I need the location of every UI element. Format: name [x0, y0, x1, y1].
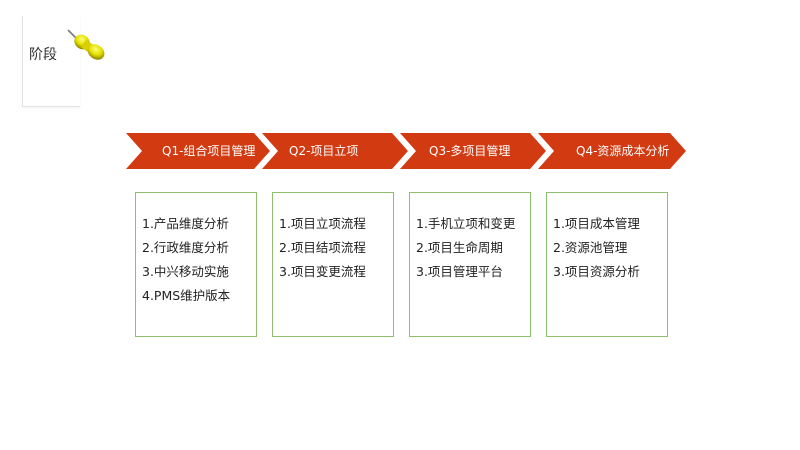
list-item: 4.PMS维护版本: [142, 288, 231, 303]
phase-box-q1: 1.产品维度分析 2.行政维度分析 3.中兴移动实施 4.PMS维护版本: [135, 192, 257, 337]
list-item: 1.项目立项流程: [279, 216, 366, 231]
stage-label: 阶段: [29, 47, 57, 63]
phase-box-q3: 1.手机立项和变更 2.项目生命周期 3.项目管理平台: [409, 192, 531, 337]
phase-arrow-4: [538, 133, 686, 169]
phase-box-q2: 1.项目立项流程 2.项目结项流程 3.项目变更流程: [272, 192, 394, 337]
stage-note-card: 阶段: [22, 16, 80, 107]
phase-title-q3: Q3-多项目管理: [429, 144, 511, 158]
list-item: 1.手机立项和变更: [416, 216, 516, 231]
phase-title-q1: Q1-组合项目管理: [162, 144, 256, 158]
list-item: 2.行政维度分析: [142, 240, 229, 255]
phase-arrow-3: [400, 133, 546, 169]
phase-arrow-1: [126, 133, 270, 169]
phase-title-q4: Q4-资源成本分析: [576, 144, 670, 158]
list-item: 2.项目生命周期: [416, 240, 503, 255]
list-item: 3.中兴移动实施: [142, 264, 229, 279]
pushpin-icon: [67, 29, 105, 60]
phase-arrow-band: [126, 133, 686, 169]
phase-title-q2: Q2-项目立项: [289, 144, 359, 158]
list-item: 3.项目资源分析: [553, 264, 640, 279]
list-item: 3.项目管理平台: [416, 264, 503, 279]
list-item: 2.项目结项流程: [279, 240, 366, 255]
list-item: 3.项目变更流程: [279, 264, 366, 279]
phase-box-q4: 1.项目成本管理 2.资源池管理 3.项目资源分析: [546, 192, 668, 337]
list-item: 2.资源池管理: [553, 240, 628, 255]
list-item: 1.项目成本管理: [553, 216, 640, 231]
phase-arrow-2: [262, 133, 408, 169]
list-item: 1.产品维度分析: [142, 216, 229, 231]
